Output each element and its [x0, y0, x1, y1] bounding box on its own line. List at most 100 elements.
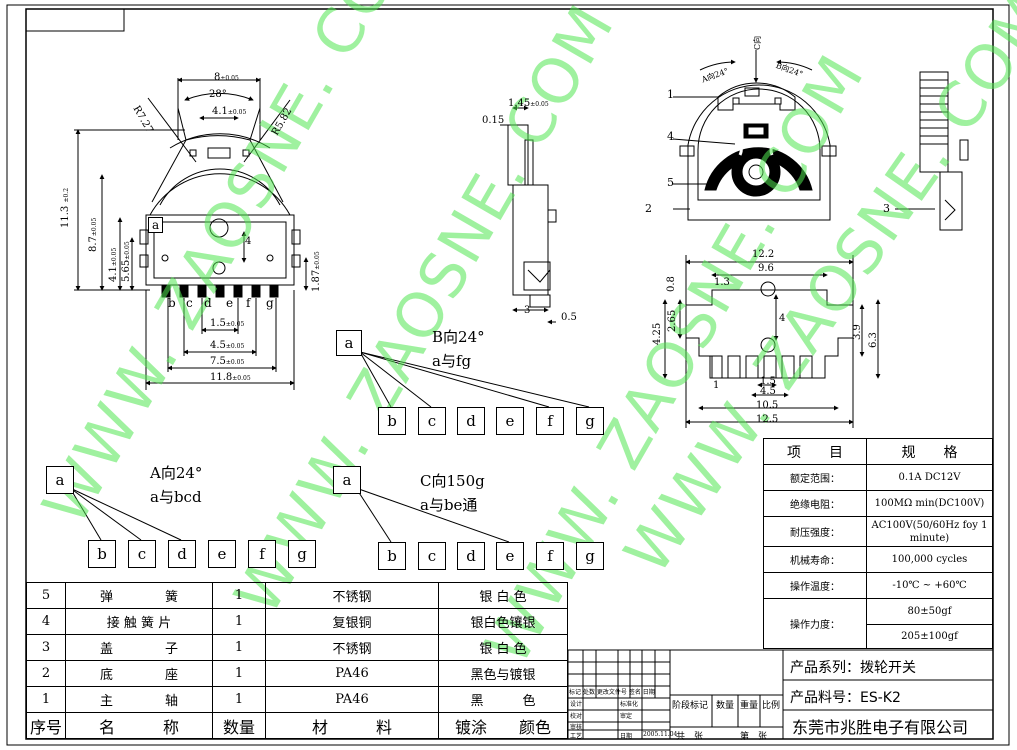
spec-value: 100MΩ min(DC100V) [866, 490, 993, 517]
callout: 1 [667, 88, 674, 101]
date-label: 日期 [620, 733, 633, 740]
spec-value: 100,000 cycles [866, 546, 993, 573]
dim: 12.2 [752, 249, 775, 260]
diagram-b-node-a: a [336, 330, 362, 356]
spec-value: 205±100gf [866, 624, 993, 649]
diagram-a-node: d [168, 540, 196, 568]
pin-label: b [168, 296, 176, 310]
corner-box [25, 8, 125, 32]
diagram-c-node: e [496, 542, 524, 570]
bom-qty: 1 [212, 686, 266, 713]
stage-label: 阶段标记 [672, 701, 709, 711]
diagram-a-sub: a与bcd [150, 488, 202, 506]
side-view-right [919, 71, 969, 231]
dim: 1 [713, 380, 720, 391]
dim: 0.8 [666, 276, 677, 292]
spec-value: 80±50gf [866, 598, 993, 625]
bom-header: 序号 [26, 712, 66, 739]
sheet-no: 第 张 [740, 732, 768, 742]
callout: 5 [667, 176, 674, 189]
diagram-a-node-a: a [46, 466, 74, 494]
spec-value: AC100V(50/60Hz foy 1 minute) [866, 516, 993, 547]
dim: 1.45±0.05 [508, 98, 549, 109]
diagram-c-node: b [378, 542, 406, 570]
dim: 1.5 [760, 376, 776, 387]
spec-value: -10℃ ~ +60℃ [866, 572, 993, 599]
dim: 7.5±0.05 [210, 356, 245, 367]
spec-label: 机械寿命： [763, 546, 867, 573]
diagram-b-node: e [496, 407, 524, 435]
bom-header: 镀涂 颜色 [438, 712, 568, 739]
callout: 3 [883, 202, 890, 215]
pin-label: e [226, 296, 234, 310]
bom-material: PA46 [265, 660, 439, 687]
dim: 8.7±0.05 [88, 217, 99, 252]
spec-label: 额定范围： [763, 464, 867, 491]
exploded-view [672, 50, 935, 221]
drawing-date: 2005.11.04 [643, 731, 678, 738]
spec-header-item: 项 目 [763, 438, 867, 465]
bom-finish: 银 白 色 [438, 634, 568, 661]
bom-no: 2 [26, 660, 66, 687]
bom-qty: 1 [212, 608, 266, 635]
pin-label: f [246, 296, 251, 310]
spec-label: 耐压强度： [763, 516, 867, 547]
company-name: 东莞市兆胜电子有限公司 [792, 718, 969, 737]
view-c-label: C向 [753, 35, 762, 50]
spec-label: 绝缘电阻： [763, 490, 867, 517]
diagram-a-title: A向24° [150, 464, 203, 482]
bom-finish: 黑色与镀银 [438, 660, 568, 687]
inner-frame [25, 8, 994, 740]
bom-material: 复银铜 [265, 608, 439, 635]
diagram-a-node: b [88, 540, 116, 568]
dim: 28° [209, 89, 227, 100]
dim: 11.8±0.05 [210, 372, 251, 383]
diagram-a-node: f [248, 540, 276, 568]
diagram-c-title: C向150g [420, 472, 485, 490]
spec-header-value: 规 格 [866, 438, 993, 465]
dim: 1.3 [714, 277, 730, 288]
bom-header: 材 料 [265, 712, 439, 739]
bom-no: 1 [26, 686, 66, 713]
bom-no: 5 [26, 582, 66, 609]
dim: 8±0.05 [214, 72, 239, 83]
diagram-b-title: B向24° [432, 328, 485, 346]
series-label: 产品系列：拨轮开关 [790, 660, 916, 676]
callout: 2 [645, 202, 652, 215]
bom-material: PA46 [265, 686, 439, 713]
diagram-a-node: e [208, 540, 236, 568]
bom-finish: 银 白 色 [438, 582, 568, 609]
dim: 12.5 [756, 414, 779, 425]
bom-name: 弹 簧 [65, 582, 213, 609]
bom-name: 接 触 簧 片 [65, 608, 213, 635]
role-process: 工艺 [570, 733, 583, 740]
bom-header: 数量 [212, 712, 266, 739]
spec-label: 操作温度： [763, 572, 867, 599]
bom-qty: 1 [212, 634, 266, 661]
dim: 4 [779, 313, 786, 324]
dim: 0.5 [561, 312, 577, 323]
spec-value: 0.1A DC12V [866, 464, 993, 491]
dim: 2.65 [667, 309, 678, 332]
dim: 4.1±0.05 [108, 247, 119, 282]
qty-label: 数量 [716, 701, 735, 711]
dim: 4.5±0.05 [210, 340, 245, 351]
diagram-b-node: c [418, 407, 446, 435]
bom-finish: 黑 色 [438, 686, 568, 713]
spec-table: 项 目 规 格 额定范围：0.1A DC12V 绝缘电阻：100MΩ min(D… [763, 438, 993, 649]
bom-name: 主 轴 [65, 686, 213, 713]
bom-qty: 1 [212, 660, 266, 687]
dim: 1.87±0.05 [311, 251, 322, 292]
diagram-b-node: b [378, 407, 406, 435]
diagram-c-node-a: a [333, 466, 361, 494]
diagram-lines [69, 351, 590, 543]
bom-qty: 1 [212, 582, 266, 609]
diagram-b-node: f [536, 407, 564, 435]
bom-material: 不锈钢 [265, 582, 439, 609]
std-label: 标准化 [620, 701, 639, 708]
dim: 4.1±0.05 [212, 106, 247, 117]
diagram-b-node: g [576, 407, 604, 435]
pin-label: d [204, 296, 212, 310]
scale-label: 比例 [762, 701, 781, 711]
